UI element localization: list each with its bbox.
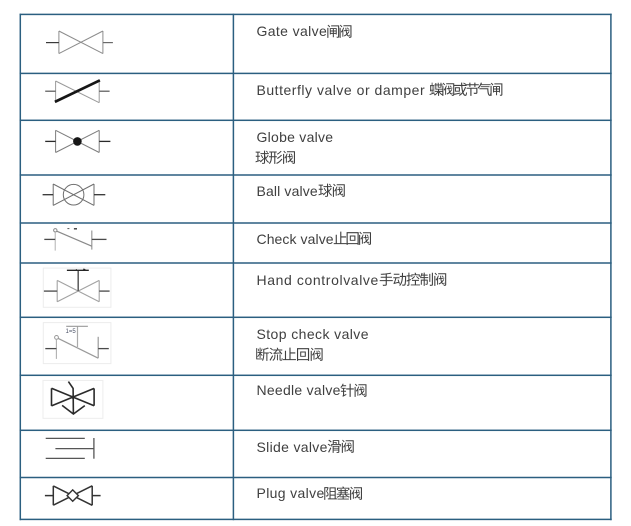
- svg-text:1=5: 1=5: [66, 329, 77, 335]
